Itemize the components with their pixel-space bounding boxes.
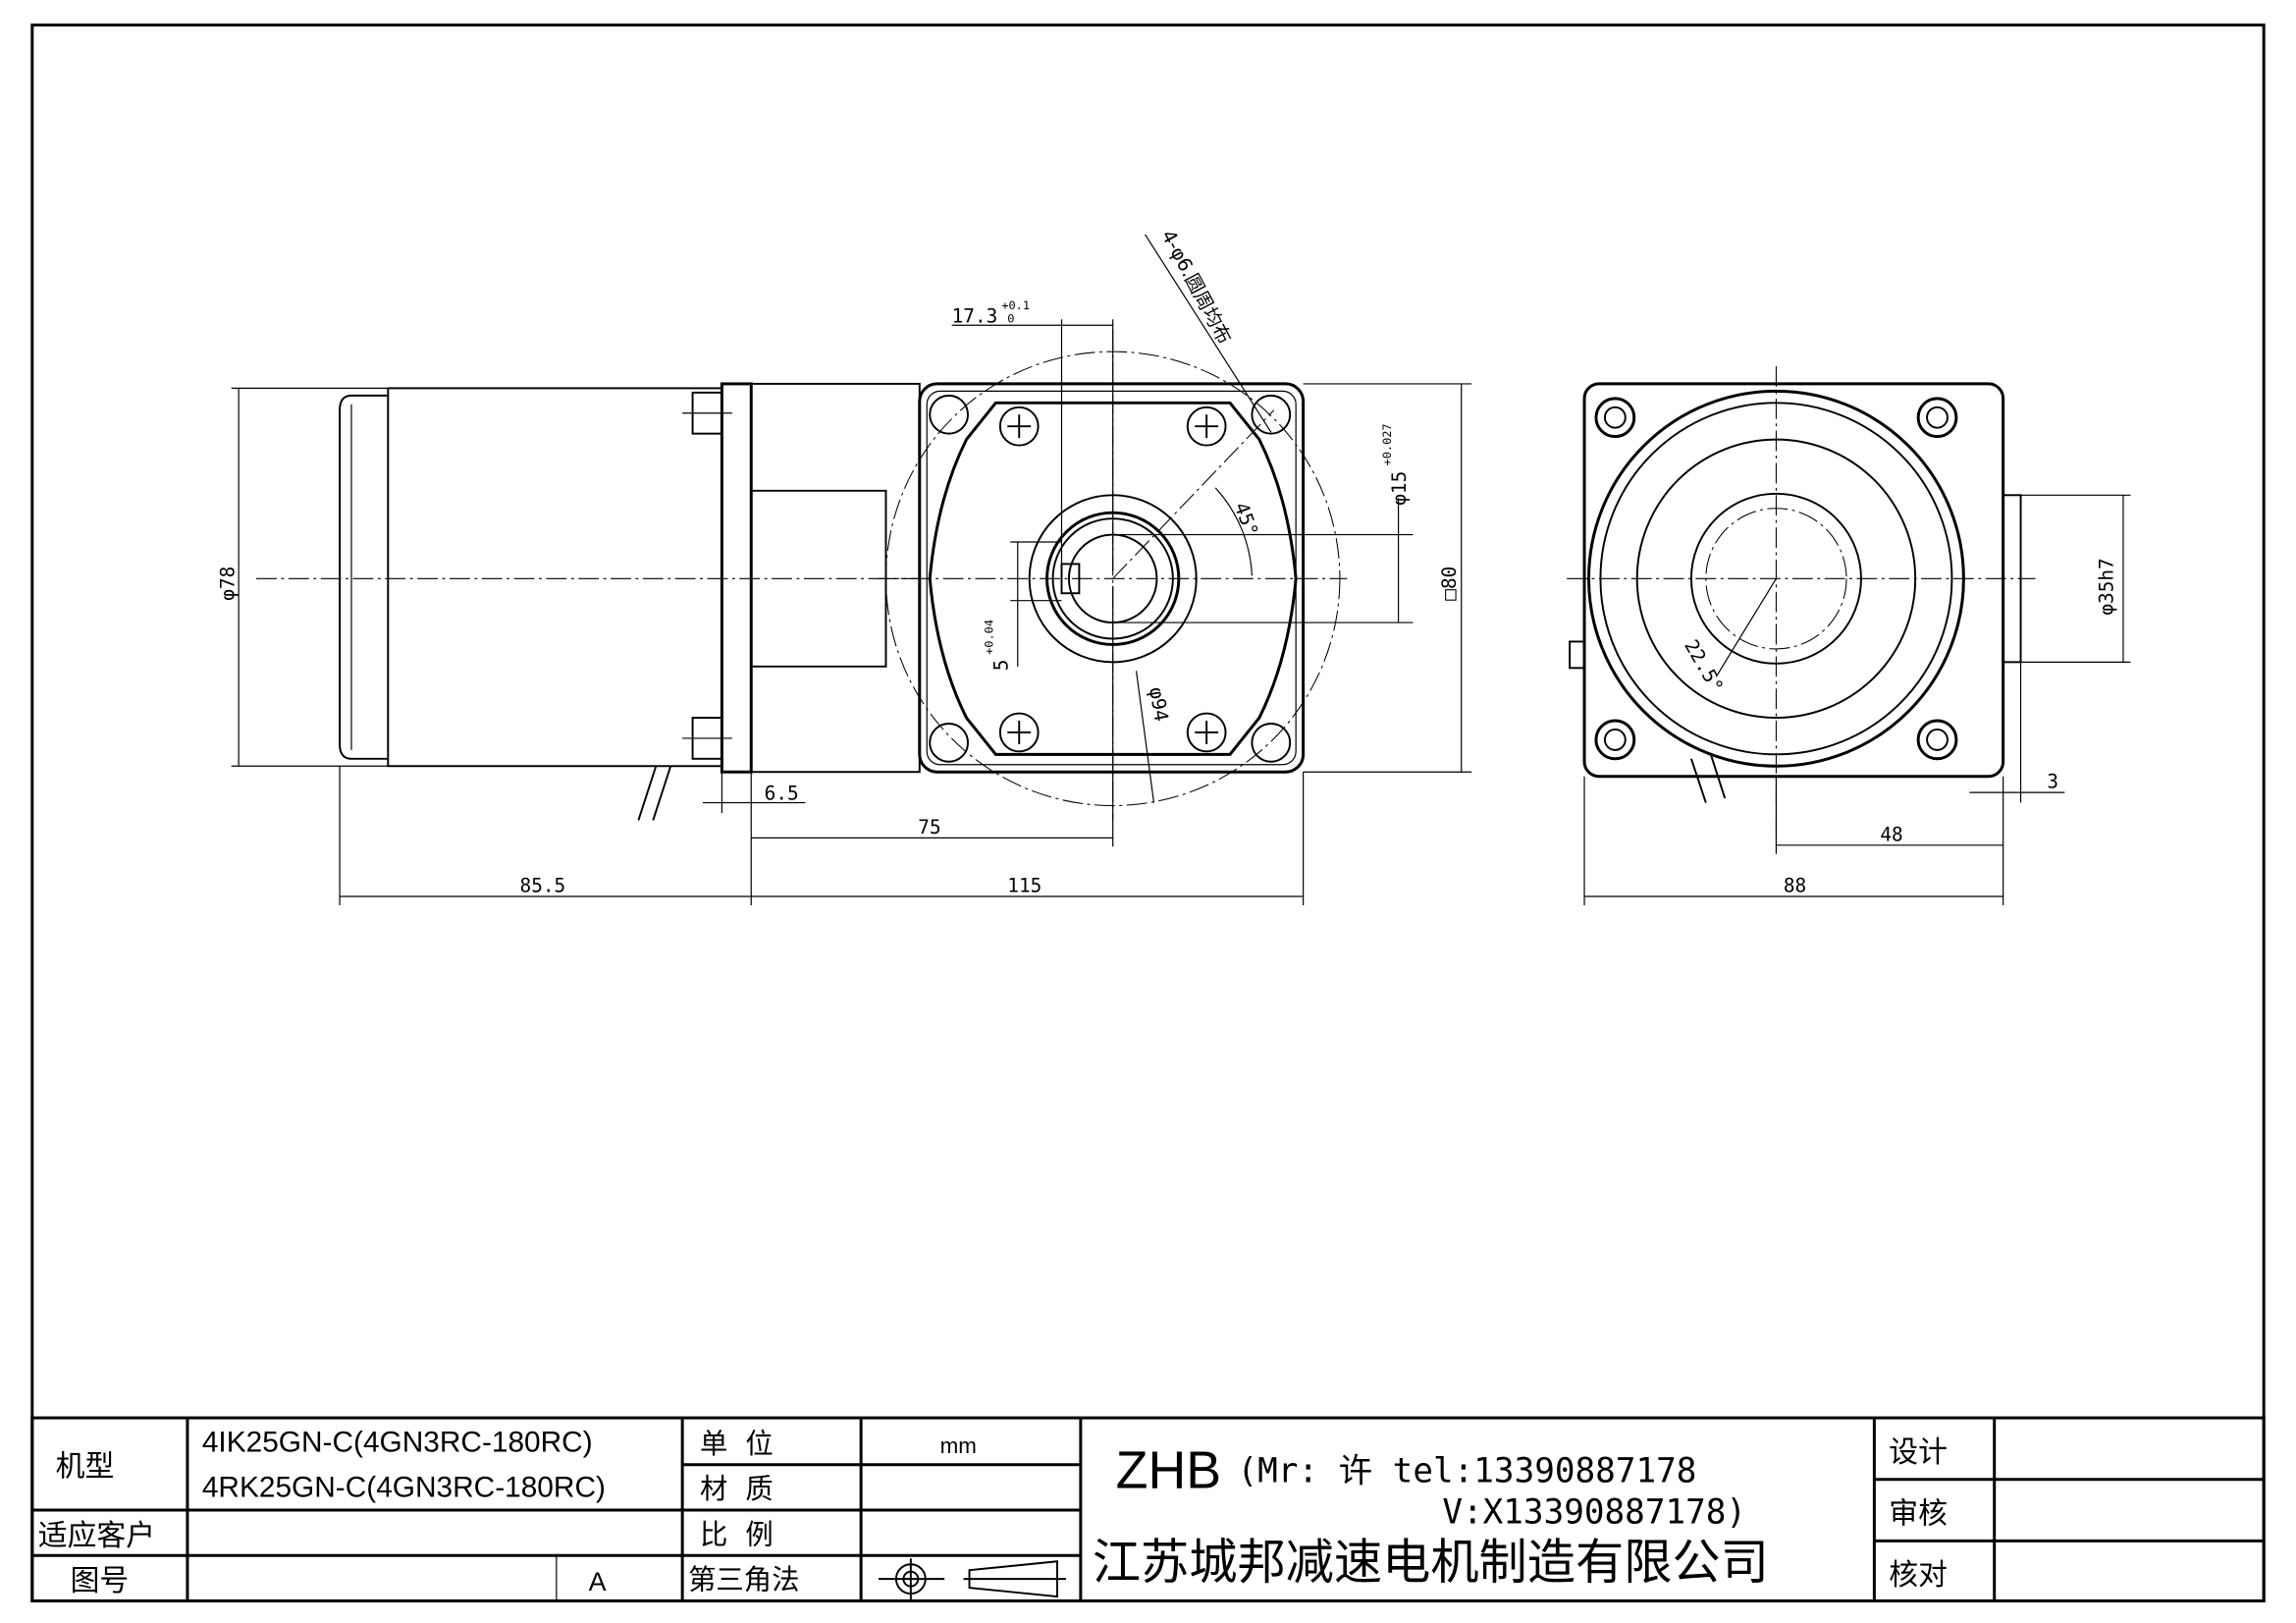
dim-22-5deg: 22.5°: [1680, 635, 1728, 696]
dim-115: 115: [1007, 875, 1041, 897]
tol-upper: +0.027: [1380, 423, 1394, 465]
contact-line-2: V:X13390887178): [1442, 1492, 1746, 1532]
contact-line-1: (Mr: 许 tel:13390887178: [1237, 1452, 1696, 1491]
dim-phi94: φ94: [1145, 685, 1173, 723]
drawing-no-label: 图号: [71, 1564, 130, 1598]
check-label: 核对: [1889, 1558, 1948, 1593]
unit-label: 单 位: [700, 1428, 774, 1460]
dim-3: 3: [2047, 771, 2058, 793]
dim-6-5: 6.5: [765, 783, 799, 805]
tol-upper: +0.04: [982, 620, 995, 655]
model-label: 机型: [56, 1450, 115, 1485]
holes-note: 4-φ6.圆周均布: [1157, 226, 1236, 348]
material-label: 材 质: [700, 1473, 774, 1505]
dim-phi78: φ78: [217, 567, 240, 601]
projection-label: 第三角法: [688, 1564, 799, 1596]
dim-key5: 5: [989, 660, 1012, 672]
tol-upper: +0.1: [1001, 298, 1030, 312]
revision: A: [589, 1567, 607, 1596]
dim-sq80: □80: [1438, 567, 1461, 601]
design-label: 设计: [1889, 1435, 1948, 1470]
dim-phi35h7: φ35h7: [2096, 558, 2118, 615]
dim-75: 75: [918, 816, 940, 839]
dim-88: 88: [1784, 875, 1806, 897]
model-1: 4IK25GN-C(4GN3RC-180RC): [202, 1426, 593, 1458]
dim-85-5: 85.5: [520, 875, 566, 897]
customer-label: 适应客户: [38, 1519, 155, 1553]
end-view: 22.5° φ35h7 48 88 3: [1567, 366, 2131, 905]
dim-45deg: 45°: [1230, 500, 1263, 540]
brand: ZHB: [1116, 1441, 1221, 1500]
drawing-border: [30, 23, 2266, 1603]
third-angle-projection-symbol: [879, 1558, 1066, 1600]
side-view: [256, 382, 921, 821]
dim-17-3: 17.3: [952, 304, 998, 327]
dimensions: φ78 85.5 115 75 6.5: [217, 387, 1305, 905]
unit-value: mm: [940, 1434, 977, 1458]
tol-lower: 0: [1007, 311, 1014, 325]
title-block: 机型 4IK25GN-C(4GN3RC-180RC) 4RK25GN-C(4GN…: [30, 1416, 2266, 1603]
screws: [998, 406, 1227, 753]
mount-holes: [929, 394, 1292, 763]
front-view: 17.3 +0.1 0 4-φ6.圆周均布 □80 φ15 +0.027 45°…: [879, 226, 1472, 821]
dim-48: 48: [1880, 823, 1902, 845]
review-label: 审核: [1889, 1496, 1948, 1531]
dim-phi15: φ15: [1388, 471, 1411, 506]
model-2: 4RK25GN-C(4GN3RC-180RC): [202, 1472, 606, 1504]
scale-label: 比 例: [700, 1518, 774, 1550]
company-name: 江苏城邦减速电机制造有限公司: [1093, 1534, 1769, 1591]
